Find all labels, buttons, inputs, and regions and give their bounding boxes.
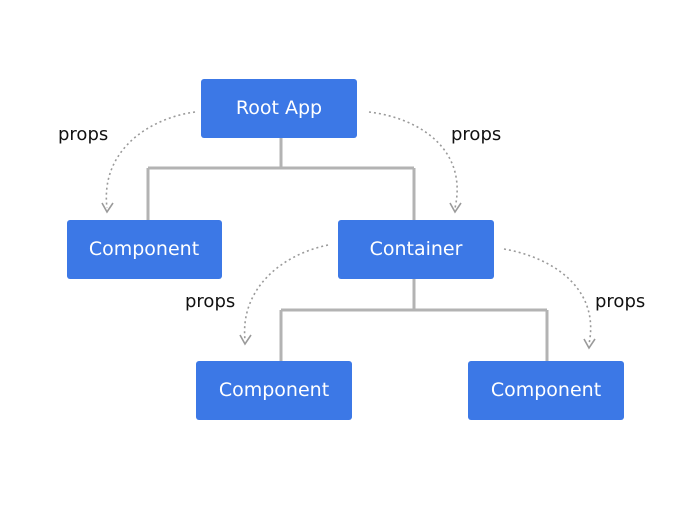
props-arrow-container-to-bottom-left [239, 244, 329, 346]
props-label-root-container: props [451, 124, 501, 145]
node-left-component[interactable]: Component [67, 220, 222, 279]
node-bottom-right-component[interactable]: Component [468, 361, 624, 420]
node-left-component-label: Component [89, 238, 199, 260]
node-container-label: Container [370, 238, 463, 260]
node-root-app[interactable]: Root App [201, 79, 357, 138]
arrowhead-icon [583, 338, 596, 350]
connector-root-to-children [146, 138, 416, 220]
props-arrow-container-to-bottom-right [503, 248, 596, 350]
node-root-app-label: Root App [236, 97, 322, 119]
arrowhead-icon [449, 202, 462, 214]
node-bottom-left-component-label: Component [219, 379, 329, 401]
arrowhead-icon [239, 334, 252, 346]
props-label-container-bottom-right: props [595, 291, 645, 312]
node-bottom-right-component-label: Component [491, 379, 601, 401]
props-arrow-root-to-container [368, 111, 462, 214]
arrowhead-icon [101, 202, 114, 214]
props-arrow-root-to-left [101, 111, 196, 214]
node-container[interactable]: Container [338, 220, 494, 279]
node-bottom-left-component[interactable]: Component [196, 361, 352, 420]
props-label-container-bottom-left: props [185, 291, 235, 312]
connector-container-to-children [279, 279, 549, 361]
props-label-root-left: props [58, 124, 108, 145]
